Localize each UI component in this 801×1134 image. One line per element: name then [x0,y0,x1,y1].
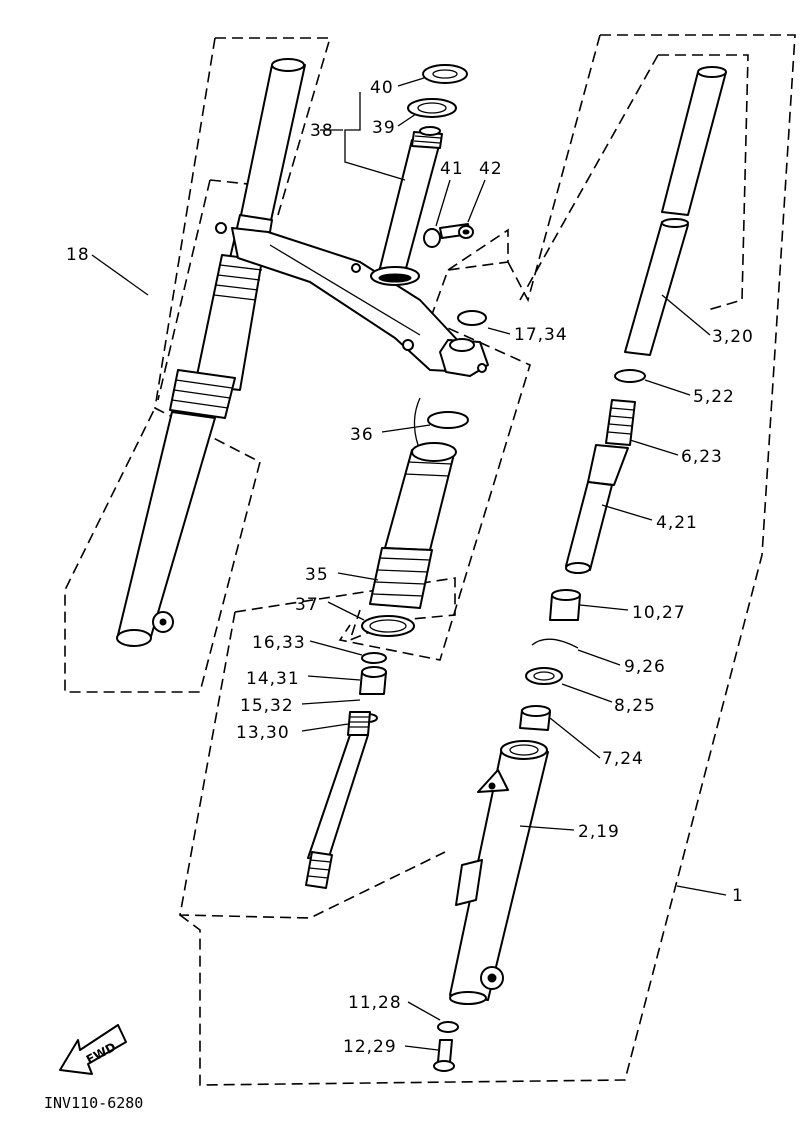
fwd-arrow-icon: FWD [59,1024,127,1075]
callout-39: 39 [372,118,396,138]
callout-12-29: 12,29 [343,1037,397,1057]
drain-bolt [433,1021,459,1072]
outer-tube [449,740,549,1005]
bearing-parts [407,64,468,136]
callout-18: 18 [66,245,90,265]
callout-3-20: 3,20 [712,327,754,347]
callout-9-26: 9,26 [624,657,666,677]
callout-1: 1 [732,886,744,906]
diagram-code: INV110-6280 [44,1094,143,1112]
leader-lines [91,77,727,1051]
callout-35: 35 [305,565,329,585]
callout-17-34: 17,34 [514,325,568,345]
callout-8-25: 8,25 [614,696,656,716]
callout-15-32: 15,32 [240,696,294,716]
callout-4-21: 4,21 [656,513,698,533]
callout-2-19: 2,19 [578,822,620,842]
callout-10-27: 10,27 [632,603,686,623]
callout-16-33: 16,33 [252,633,306,653]
damper-rod-parts [305,652,387,889]
callout-42: 42 [479,159,503,179]
callout-11-28: 11,28 [348,993,402,1013]
damper-rod-outline [179,577,456,919]
callout-40: 40 [370,78,394,98]
left-fork-outline [64,37,332,693]
bolt-and-washer [423,223,474,248]
callout-36: 36 [350,425,374,445]
callout-14-31: 14,31 [246,669,300,689]
callout-7-24: 7,24 [602,749,644,769]
callout-13-30: 13,30 [236,723,290,743]
callout-41: 41 [440,159,464,179]
inner-tube-parts [519,66,727,731]
steering-stem [370,131,443,286]
callout-37: 37 [295,595,319,615]
outer-assembly-outline [179,34,796,1086]
clamp-and-cap [439,310,489,377]
callout-5-22: 5,22 [693,387,735,407]
dust-boot [361,397,469,637]
callout-38: 38 [310,121,334,141]
left-fork-leg [116,58,306,647]
group-outlines [64,34,796,1086]
callout-labels: 40 39 38 41 42 18 17,34 3,20 5,22 36 6,2… [66,78,754,1057]
callout-6-23: 6,23 [681,447,723,467]
inner-tube-outline [519,54,749,311]
